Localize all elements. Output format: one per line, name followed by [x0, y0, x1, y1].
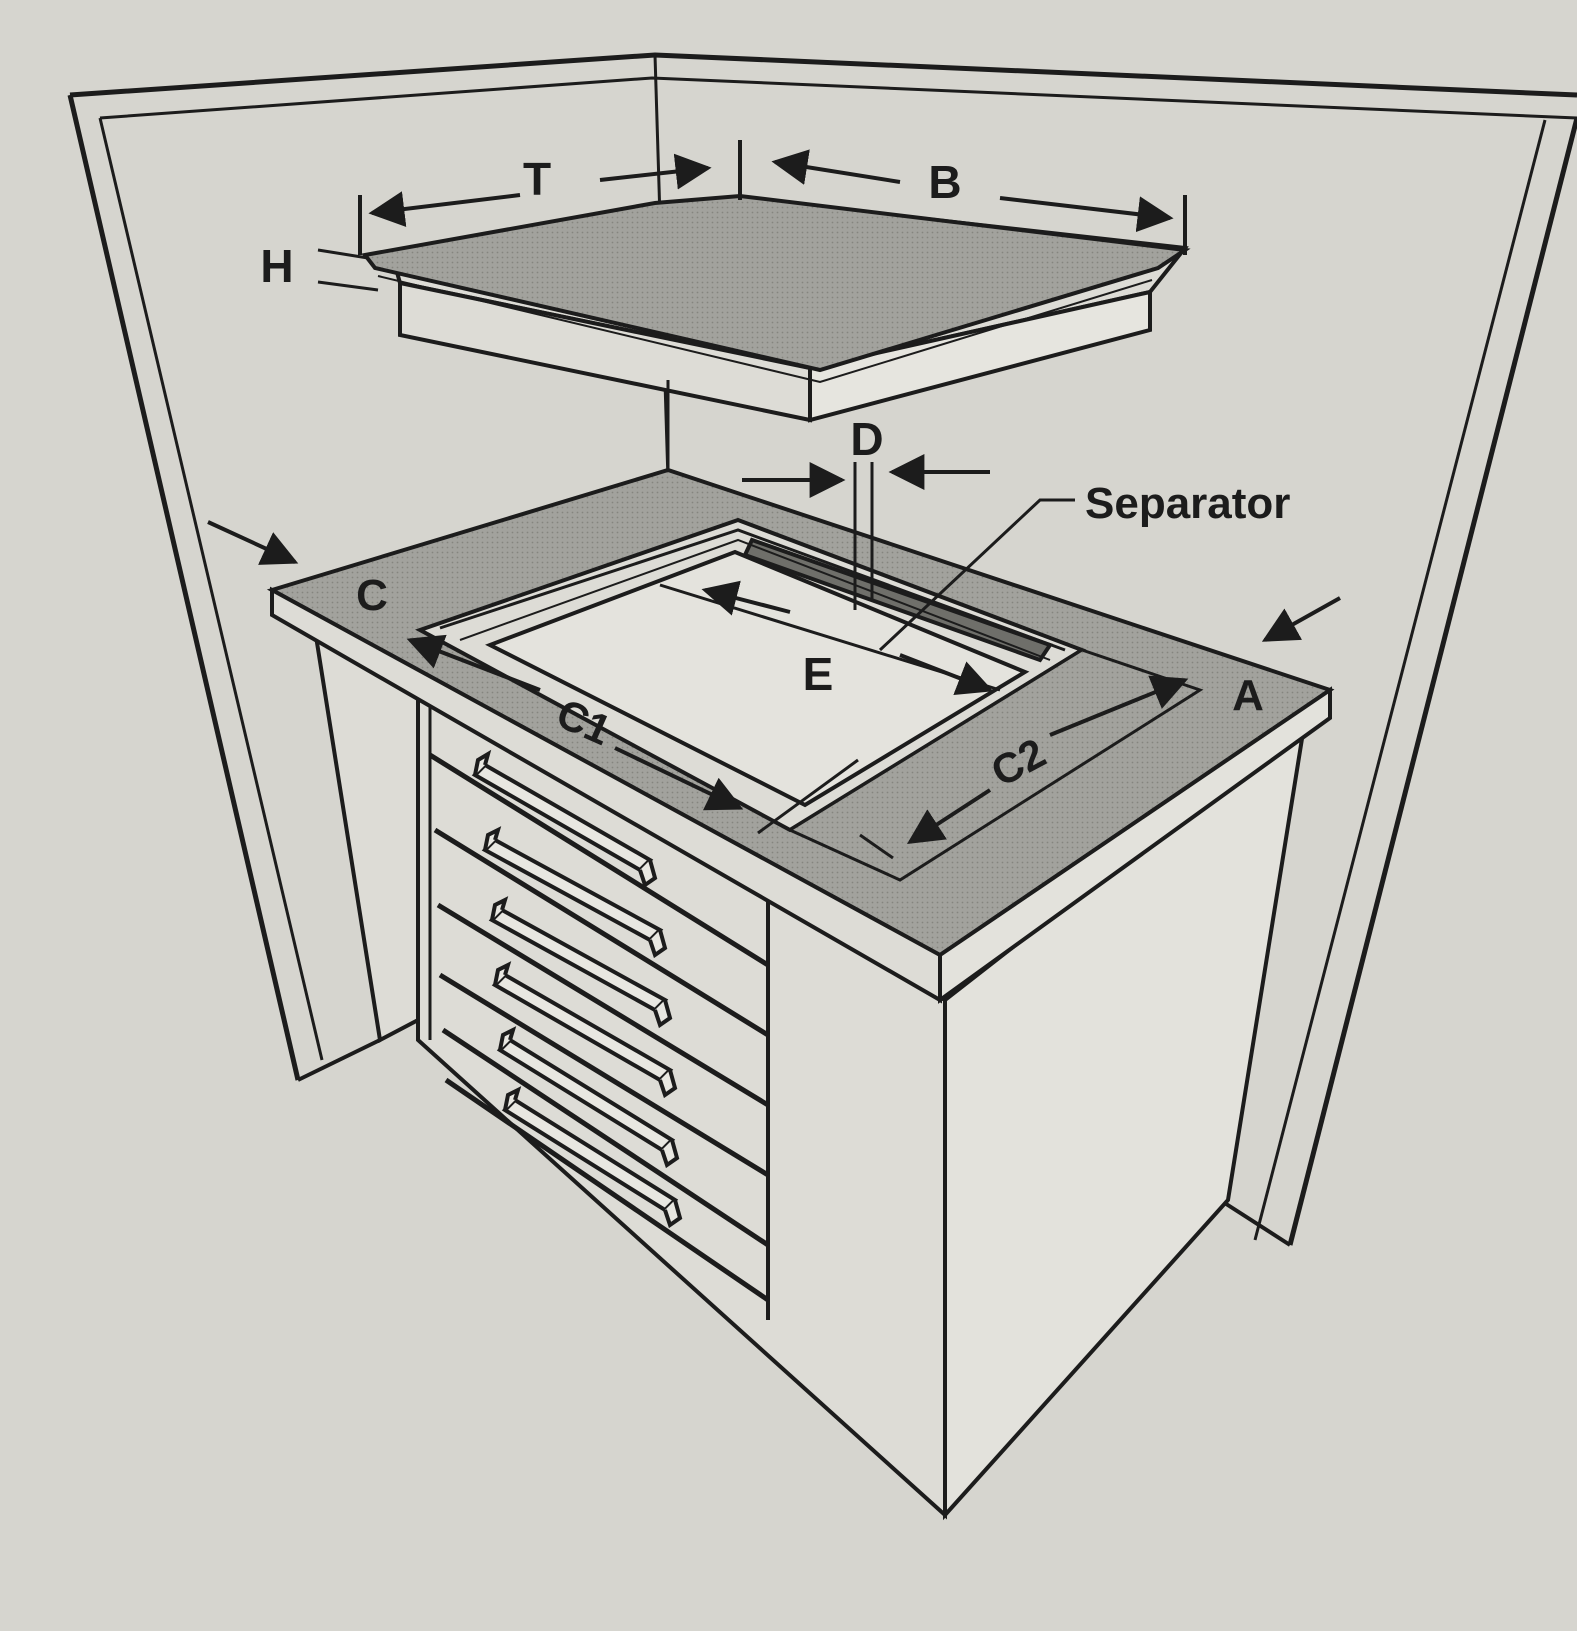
dimension-label-a: A [1232, 671, 1264, 720]
separator-label: Separator [1085, 479, 1290, 528]
dimension-label-d: D [850, 413, 883, 465]
countertop-side-panel [786, 648, 1204, 882]
dimension-lines [207, 140, 1341, 860]
dimension-label-b: B [928, 156, 961, 208]
countertop-cutout [415, 517, 1087, 833]
dimension-label-e: E [803, 648, 834, 700]
back-walls [67, 52, 1577, 1247]
dimension-label-h: H [260, 240, 293, 292]
cooktop [361, 193, 1191, 423]
dimension-label-t: T [523, 153, 551, 205]
drawer-handles [471, 749, 683, 1229]
drawer-fronts [428, 700, 770, 1303]
dimension-label-c: C [356, 571, 388, 620]
